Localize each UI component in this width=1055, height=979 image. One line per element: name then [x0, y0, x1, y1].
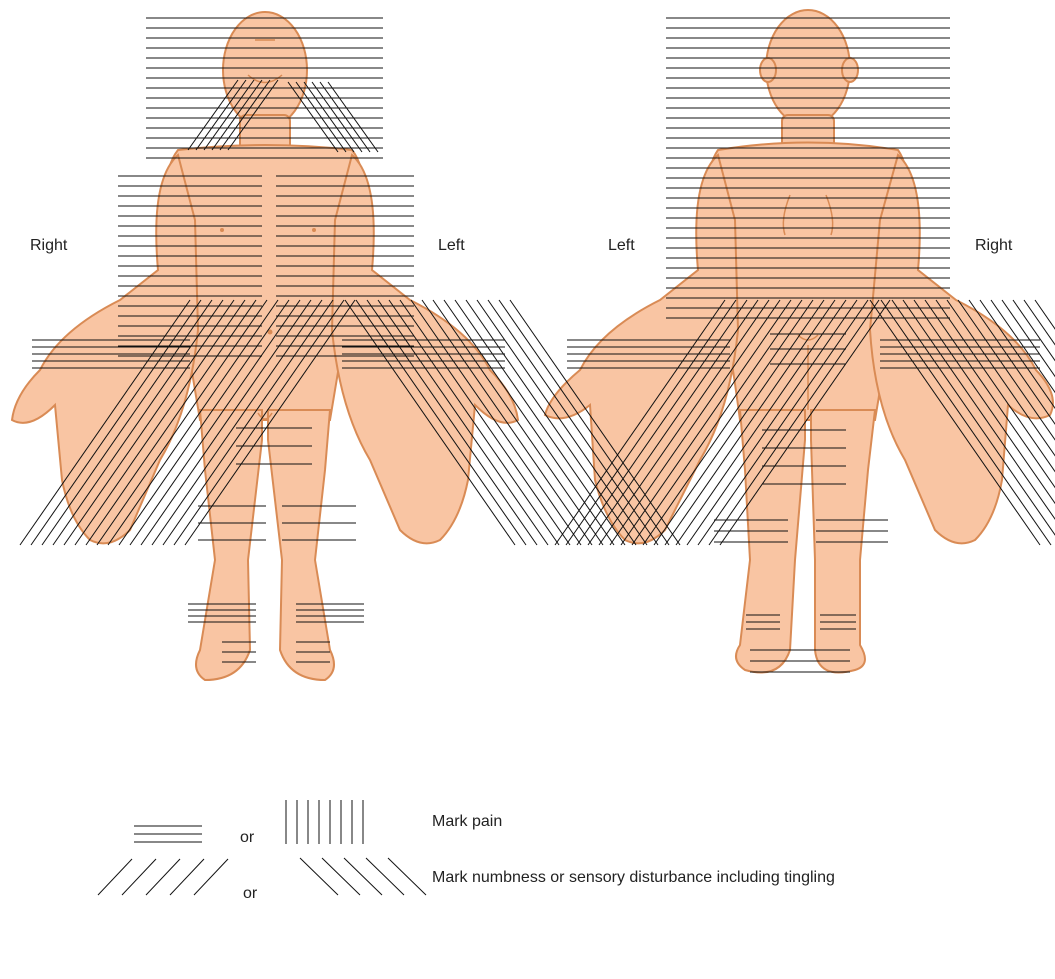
front-left-label: Left	[438, 237, 465, 254]
front-face-numbness-hatch	[188, 80, 238, 150]
back-right-arm-numbness-hatch	[1024, 300, 1055, 545]
back-right-arm-numbness-hatch	[1013, 300, 1055, 545]
numbness-back-swatch	[300, 858, 426, 895]
front-figure	[12, 12, 518, 680]
pain-horizontal-swatch	[134, 826, 202, 842]
back-right-label: Right	[975, 237, 1013, 254]
front-face-numbness-hatch	[304, 82, 354, 152]
pain-vertical-swatch	[286, 800, 363, 844]
legend-numbness-text: Mark numbness or sensory disturbance inc…	[432, 869, 835, 886]
front-face-numbness-hatch	[288, 82, 338, 152]
front-face-numbness-hatch	[312, 82, 362, 152]
front-face-numbness-hatch	[328, 82, 378, 152]
legend-or-2: or	[243, 885, 258, 902]
back-figure	[545, 10, 1053, 673]
numbness-forward-swatch	[98, 859, 228, 895]
back-left-label: Left	[608, 237, 635, 254]
front-face-numbness-hatch	[320, 82, 370, 152]
front-right-label: Right	[30, 237, 68, 254]
front-face-numbness-hatch	[296, 82, 346, 152]
legend-or-1: or	[240, 829, 255, 846]
legend: or Mark pain or Mark numbn	[98, 800, 835, 902]
legend-pain-text: Mark pain	[432, 813, 502, 830]
